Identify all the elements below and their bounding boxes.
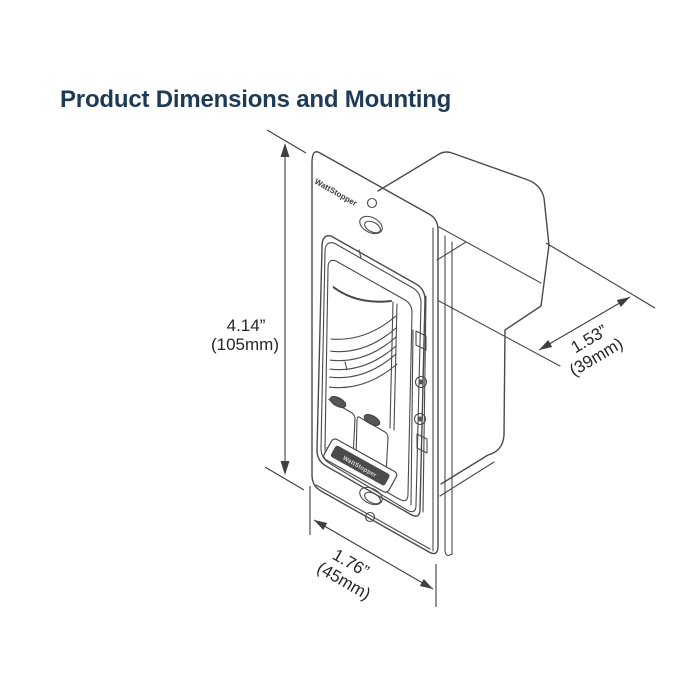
bottom-pilot-hole [364,511,376,523]
arrowhead-down-left [539,340,553,350]
arrowhead-up-right [616,297,630,307]
mounting-screw [413,412,427,426]
mounting-strap [410,295,428,513]
page-title: Product Dimensions and Mounting [60,86,452,113]
height-dimension: 4.14” (105mm) [211,129,307,491]
arrowhead-up-left [314,520,328,530]
sensor-lens [326,276,398,431]
sensor-device: WattStopper [316,235,428,517]
arrowhead-down-right [419,579,433,589]
arrowhead-down [280,461,290,475]
depth-dimension: 1.53” (39mm) [538,242,656,380]
faceplate-brand-text: WattStopper [313,177,359,208]
height-inches-label: 4.14” [227,316,266,335]
mounting-screw [414,375,428,389]
height-metric-label: (105mm) [211,335,279,354]
arrowhead-up [280,143,290,157]
top-screw-slot [359,215,383,235]
top-pilot-hole [366,197,378,209]
bottom-screw-slot [359,486,383,506]
back-box [377,151,561,556]
brand-label-bar: WattStopper [323,438,398,493]
